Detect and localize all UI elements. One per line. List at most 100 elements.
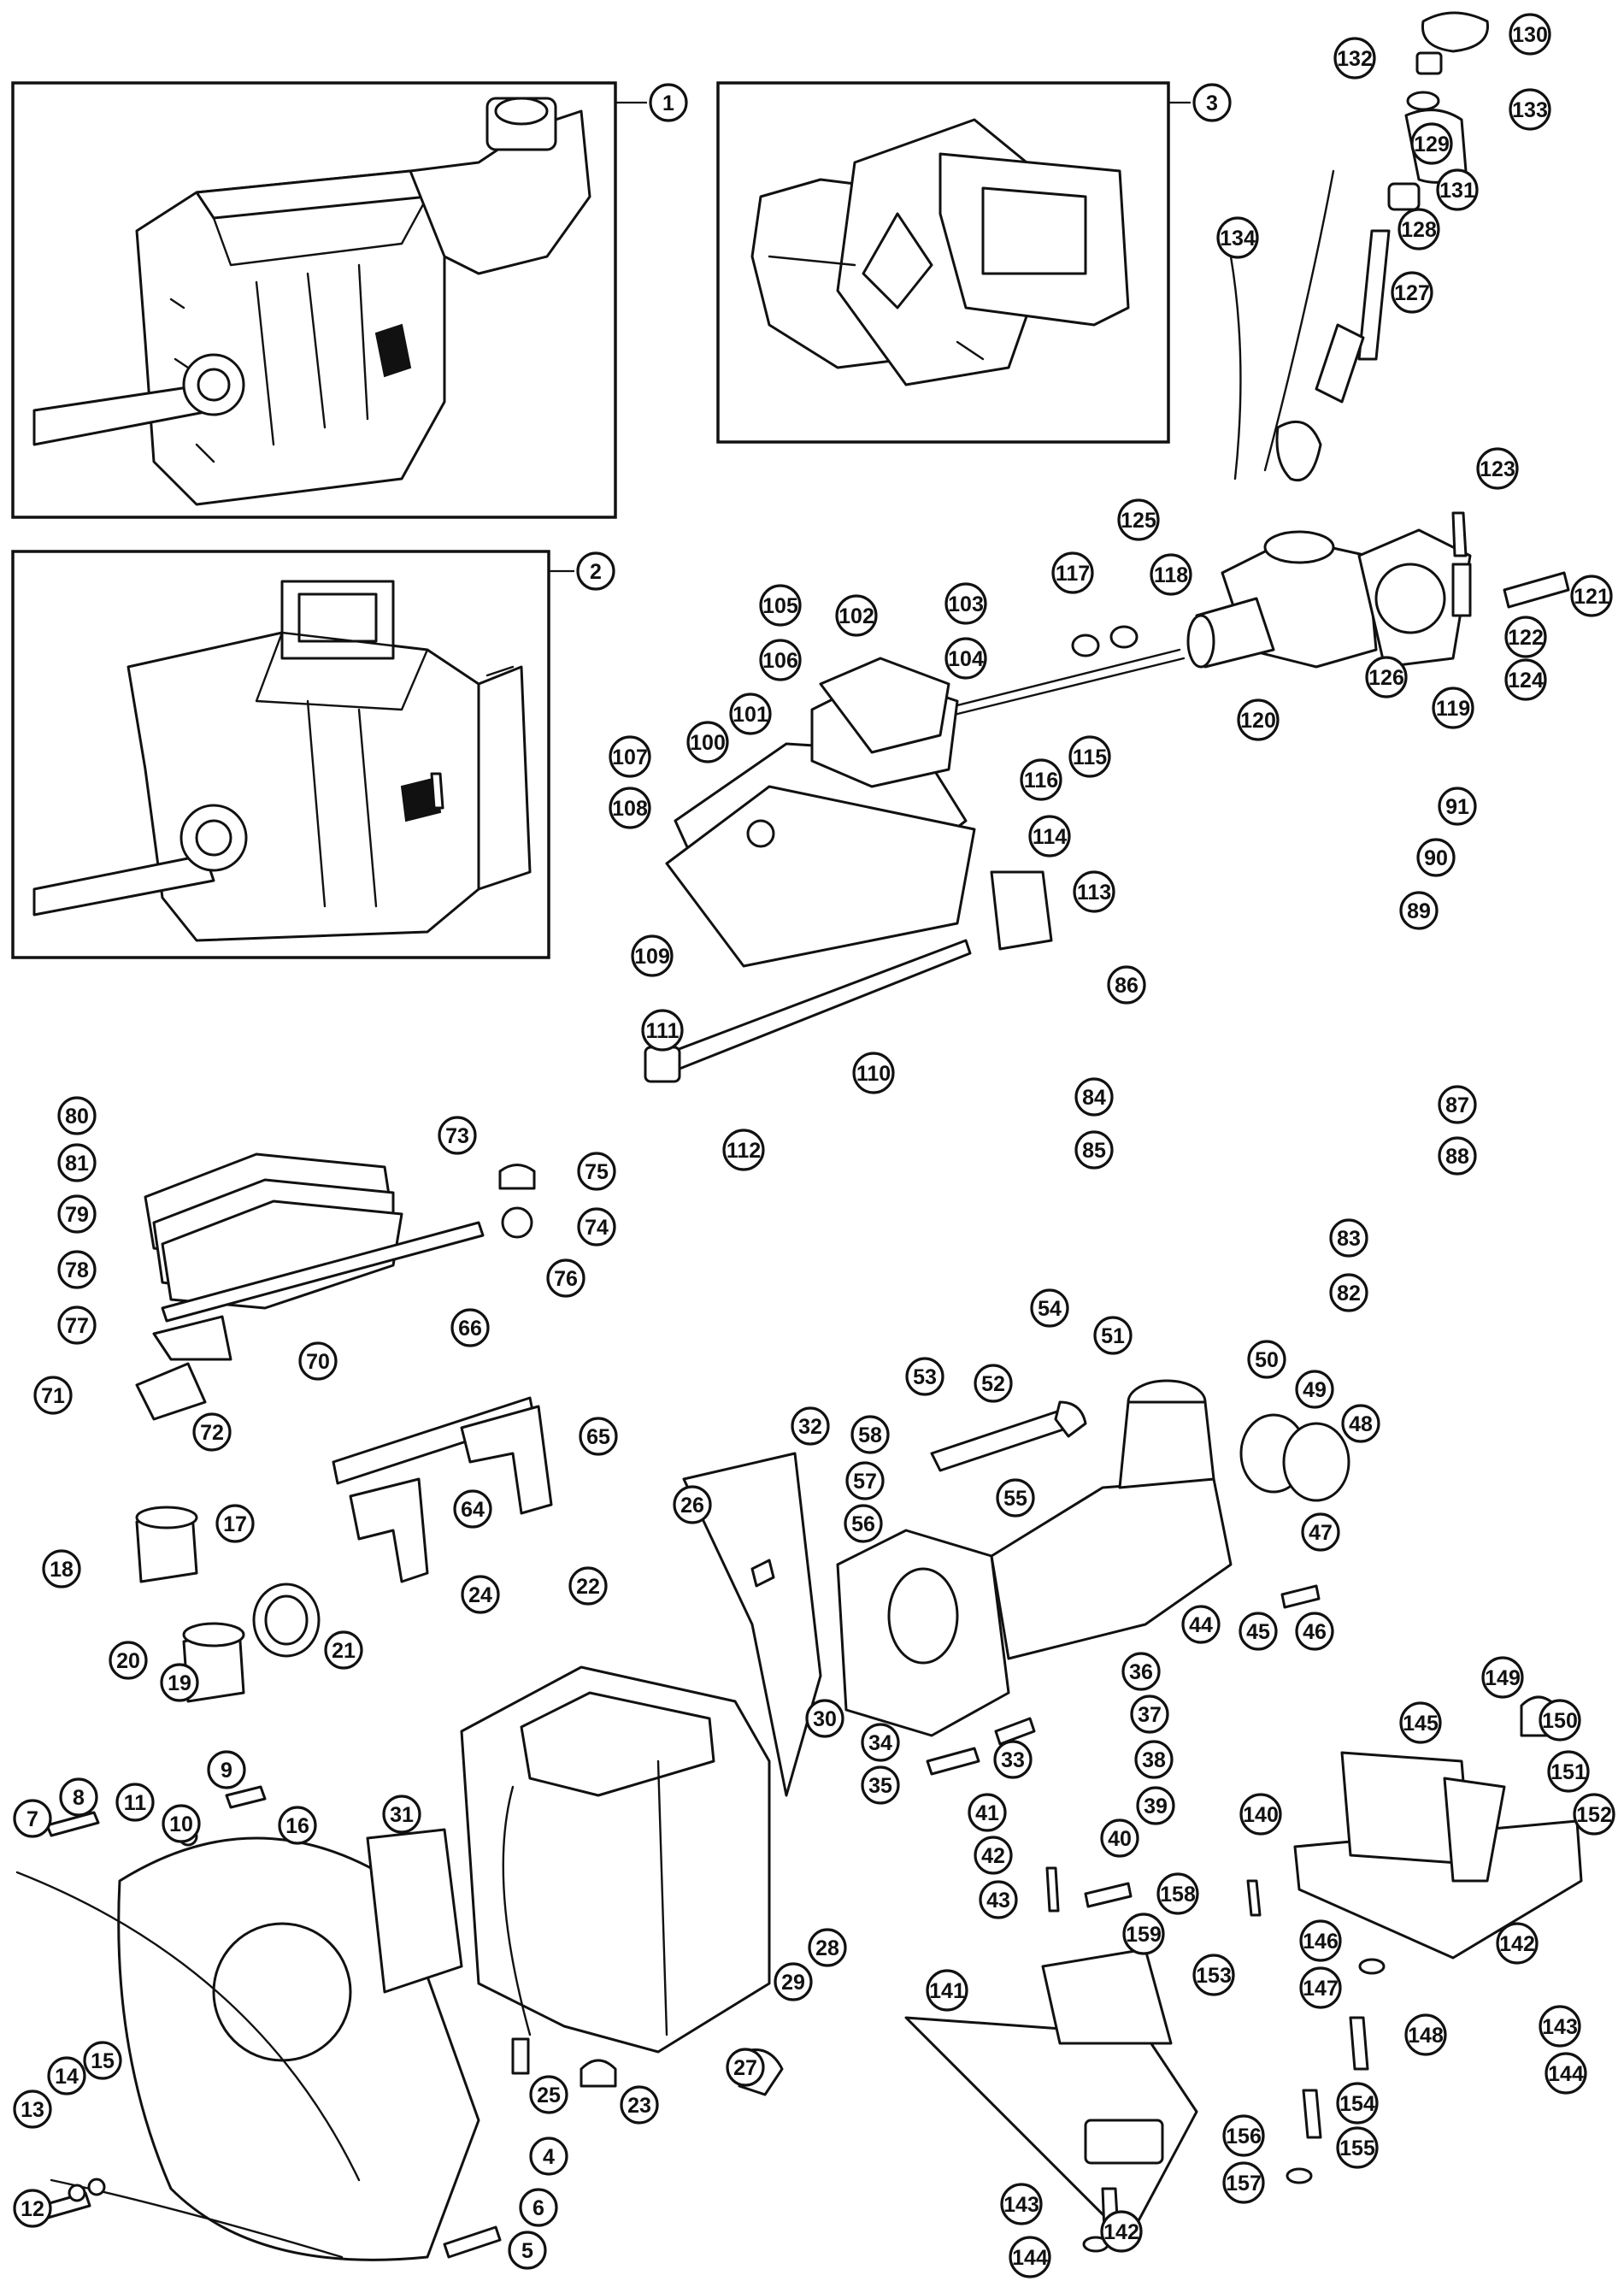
callout-70: 70 — [298, 1341, 338, 1381]
callout-number: 156 — [1226, 2125, 1262, 2148]
callout-128: 128 — [1397, 208, 1440, 250]
gearbox-mountings — [904, 1695, 1583, 2242]
callout-circle — [905, 1357, 944, 1396]
callout-66: 66 — [450, 1308, 490, 1347]
callout-circle — [1547, 1750, 1590, 1793]
callout-circle — [1509, 88, 1551, 131]
callout-110: 110 — [852, 1052, 895, 1094]
callout-circle — [1504, 616, 1547, 658]
callout-number: 149 — [1485, 1666, 1521, 1690]
callout-circle — [861, 1723, 900, 1762]
callout-circle — [192, 1412, 232, 1452]
callout-circle — [1539, 1699, 1581, 1742]
callout-circle — [1030, 1288, 1069, 1328]
callout-circle — [57, 1306, 97, 1345]
gearbox-main-casing — [460, 1452, 822, 2096]
callout-144: 144 — [1545, 2052, 1587, 2095]
rear-extension-housing — [836, 1379, 1350, 1737]
callout-150: 150 — [1539, 1699, 1581, 1742]
bearing-and-seals — [135, 1506, 321, 1703]
callout-circle — [944, 582, 987, 625]
callout-number: 21 — [332, 1639, 356, 1663]
callout-57: 57 — [845, 1461, 885, 1500]
callout-circle — [641, 1009, 684, 1052]
callout-11: 11 — [115, 1783, 155, 1822]
callout-number: 50 — [1255, 1348, 1279, 1372]
callout-117: 117 — [1051, 551, 1094, 594]
callout-circle — [1009, 2236, 1051, 2278]
callout-number: 130 — [1512, 23, 1548, 47]
gear-lever-assembly — [1229, 11, 1489, 481]
callout-circle — [1436, 168, 1479, 211]
callout-number: 73 — [445, 1124, 469, 1148]
callout-127: 127 — [1391, 271, 1433, 314]
callout-48: 48 — [1341, 1404, 1380, 1443]
callout-53: 53 — [905, 1357, 944, 1396]
callout-number: 144 — [1012, 2246, 1048, 2270]
callout-86: 86 — [1107, 965, 1146, 1005]
callout-circle — [1301, 1512, 1340, 1552]
callout-145: 145 — [1399, 1701, 1442, 1744]
callout-156: 156 — [1222, 2114, 1265, 2157]
callout-number: 35 — [868, 1774, 892, 1798]
clutch-bellhousing — [15, 1828, 480, 2261]
callout-37: 37 — [1130, 1695, 1169, 1734]
callout-number: 103 — [948, 592, 984, 616]
callout-number: 72 — [200, 1421, 224, 1445]
callout-number: 32 — [798, 1415, 822, 1439]
callout-circle — [845, 1461, 885, 1500]
callout-number: 19 — [168, 1671, 191, 1695]
callout-number: 140 — [1243, 1803, 1279, 1827]
callout-103: 103 — [944, 582, 987, 625]
callout-number: 78 — [65, 1258, 89, 1282]
callout-number: 8 — [73, 1786, 85, 1810]
callout-23: 23 — [620, 2085, 659, 2125]
callout-circle — [944, 637, 987, 680]
callout-circle — [1028, 815, 1071, 858]
callout-142: 142 — [1496, 1922, 1539, 1965]
callout-circle — [729, 693, 772, 735]
callout-120: 120 — [1237, 698, 1280, 741]
callout-number: 148 — [1408, 2024, 1444, 2048]
callout-102: 102 — [835, 594, 878, 637]
callout-number: 91 — [1445, 795, 1469, 819]
callout-41: 41 — [968, 1793, 1007, 1832]
callout-65: 65 — [579, 1417, 618, 1456]
callout-number: 45 — [1246, 1620, 1270, 1644]
callout-circle — [1222, 2114, 1265, 2157]
callout-54: 54 — [1030, 1288, 1069, 1328]
callout-82: 82 — [1329, 1273, 1368, 1312]
callout-51: 51 — [1093, 1316, 1133, 1355]
callout-circle — [1399, 1701, 1442, 1744]
callout-number: 83 — [1337, 1227, 1361, 1251]
callout-22: 22 — [568, 1566, 608, 1606]
callout-number: 106 — [762, 649, 798, 673]
callout-circle — [546, 1258, 585, 1298]
callout-115: 115 — [1068, 735, 1111, 778]
callout-circle — [1299, 1966, 1342, 2009]
callout-number: 143 — [1542, 2015, 1578, 2039]
callout-circle — [57, 1194, 97, 1234]
callout-43: 43 — [979, 1880, 1018, 1919]
inset-gearbox-assembly-2 — [11, 550, 574, 959]
callout-number: 155 — [1339, 2137, 1375, 2160]
callout-circle — [974, 1364, 1013, 1403]
callout-159: 159 — [1122, 1913, 1165, 1955]
callout-76: 76 — [546, 1258, 585, 1298]
callout-number: 89 — [1407, 899, 1431, 923]
callout-number: 122 — [1508, 626, 1544, 650]
callout-number: 10 — [169, 1812, 193, 1836]
callout-number: 129 — [1414, 133, 1450, 156]
callout-152: 152 — [1573, 1793, 1615, 1836]
callout-number: 87 — [1445, 1093, 1469, 1117]
callout-number: 150 — [1542, 1709, 1578, 1733]
callout-number: 38 — [1142, 1748, 1166, 1772]
callout-1: 1 — [649, 83, 688, 122]
callout-80: 80 — [57, 1096, 97, 1135]
callout-circle — [438, 1116, 477, 1155]
callout-number: 123 — [1480, 457, 1515, 481]
callout-number: 4 — [543, 2145, 555, 2169]
callout-81: 81 — [57, 1143, 97, 1182]
callout-number: 105 — [762, 594, 798, 618]
callout-number: 64 — [461, 1498, 485, 1522]
